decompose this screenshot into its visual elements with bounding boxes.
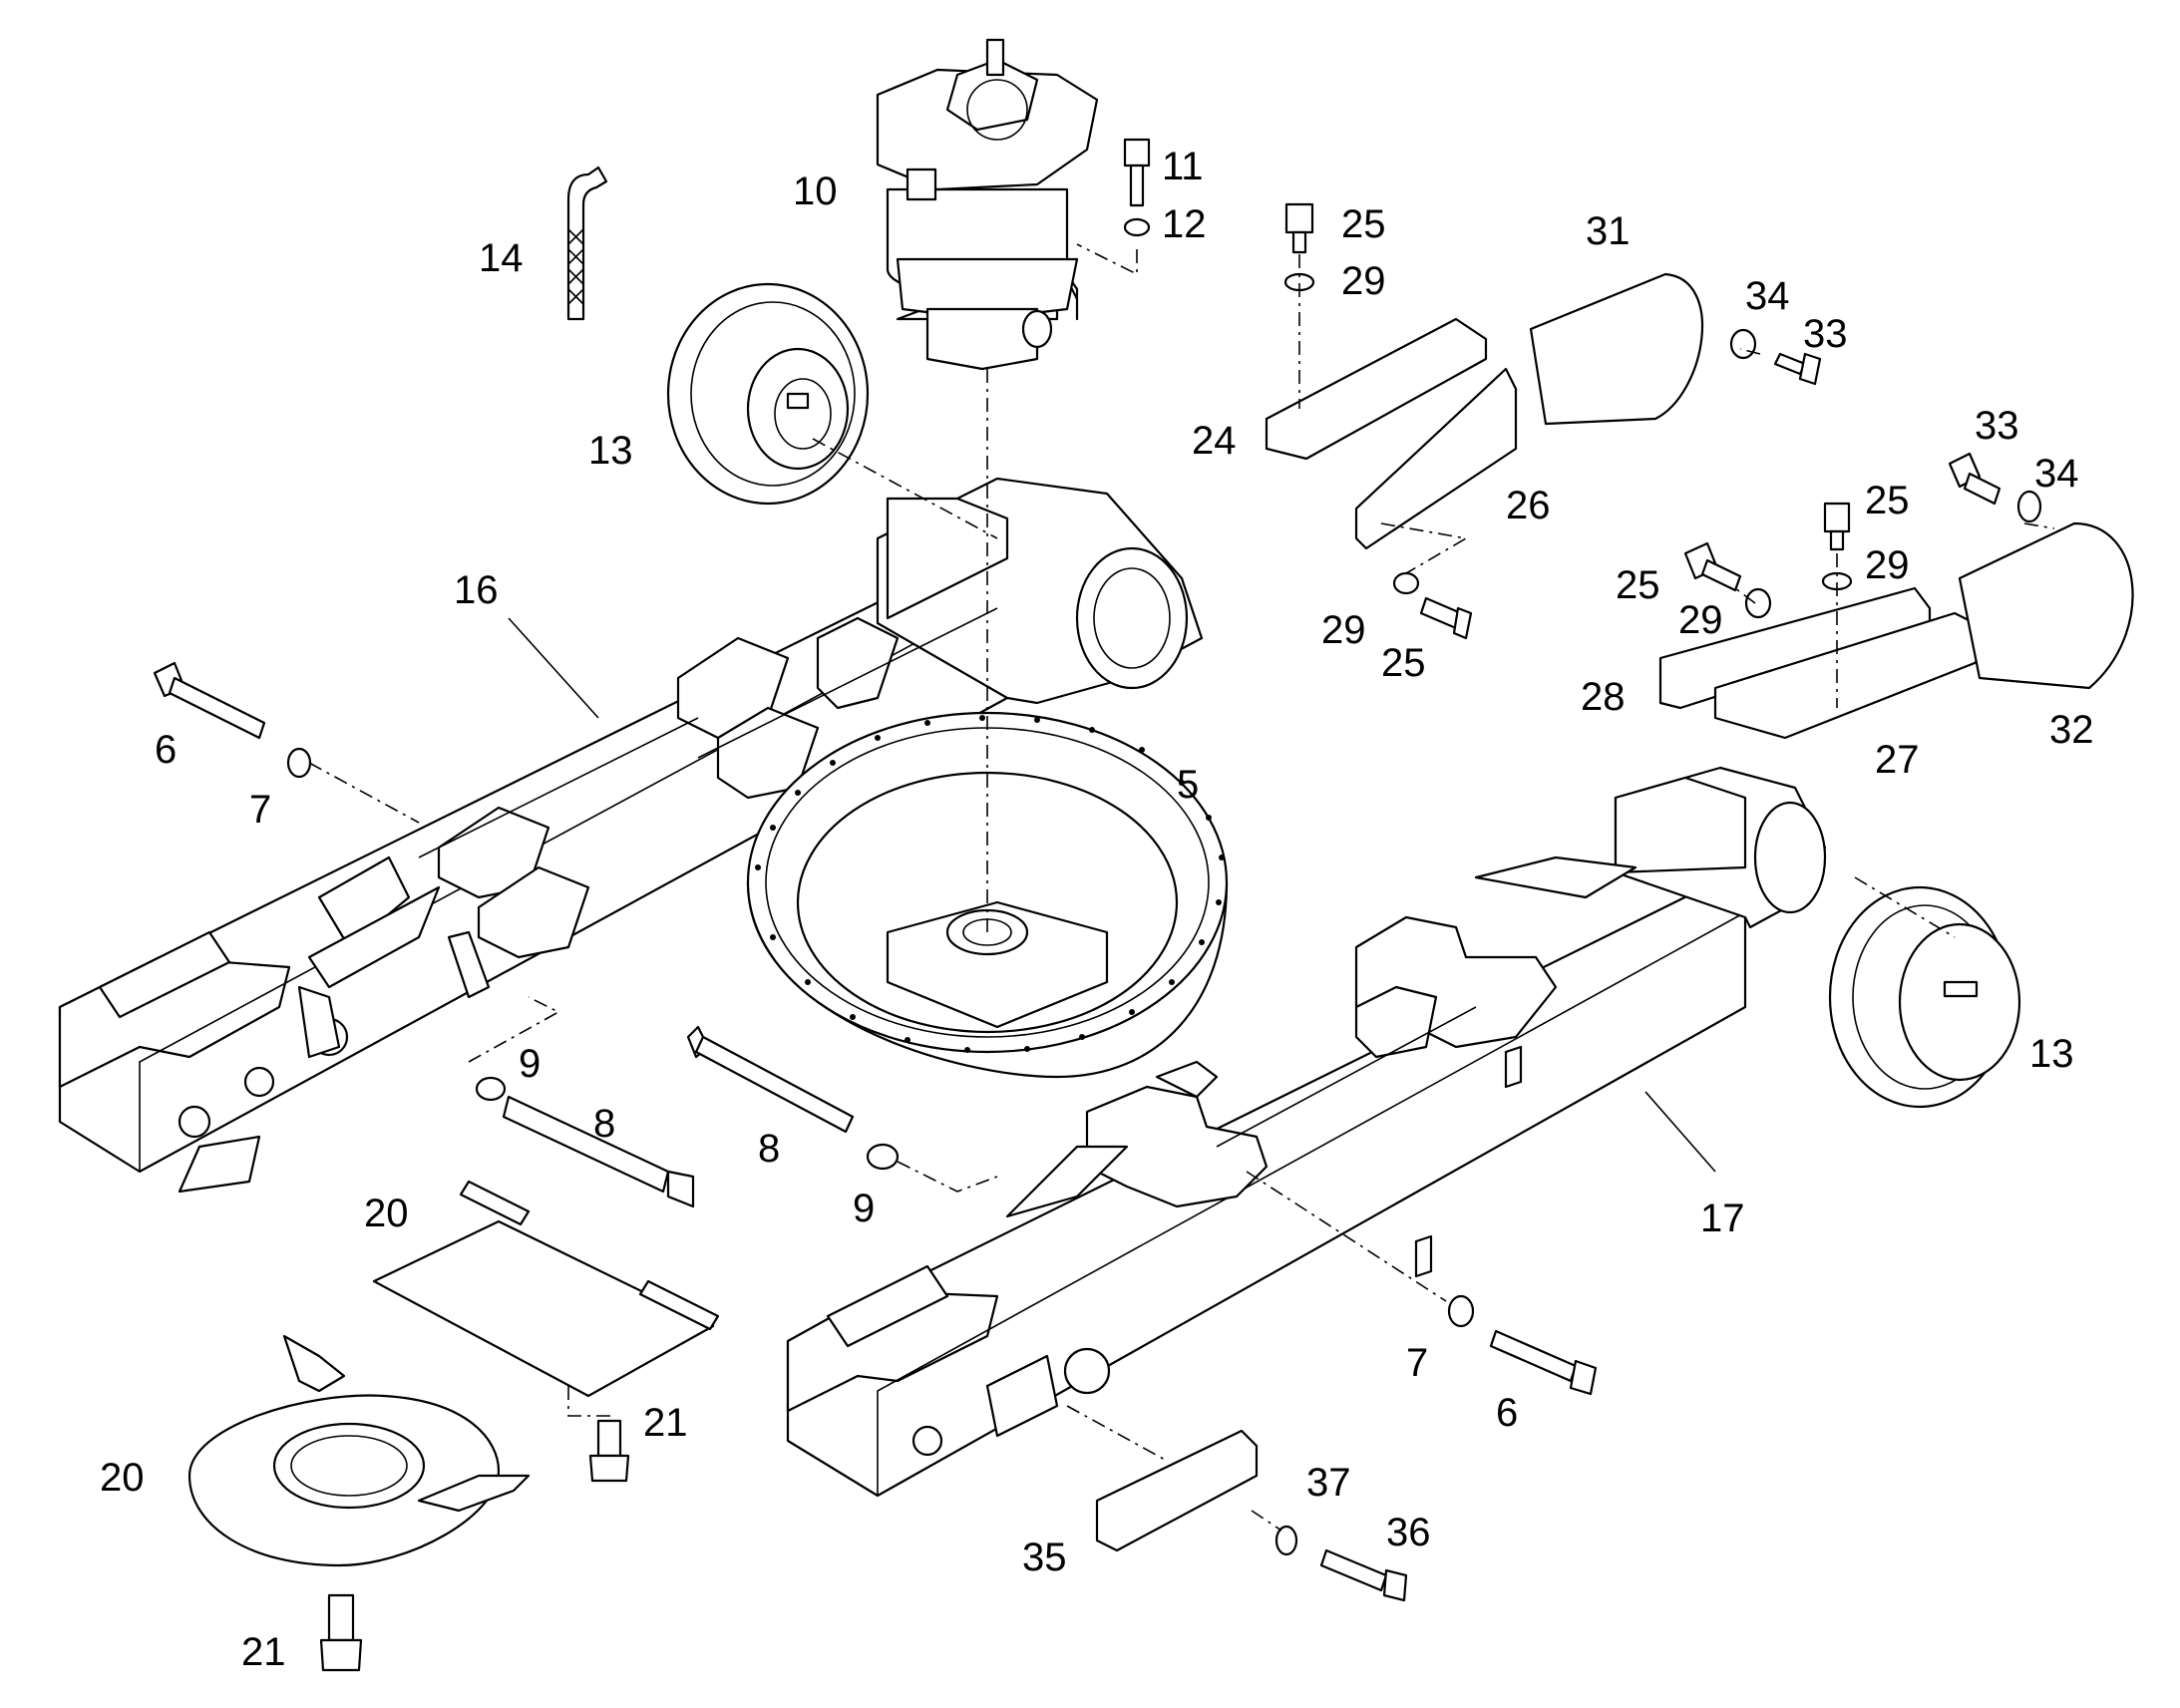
bolt-21-upper xyxy=(588,1419,630,1483)
label-33-upper: 33 xyxy=(1803,312,1848,356)
label-6-left: 6 xyxy=(155,728,177,772)
guard-27 xyxy=(1713,611,2006,740)
bolt-25-c xyxy=(1823,502,1851,551)
label-36: 36 xyxy=(1386,1511,1431,1554)
bolt-6-right xyxy=(1489,1329,1598,1396)
washer-34-lower xyxy=(2016,490,2042,523)
label-25-d: 25 xyxy=(1616,563,1660,607)
label-29-b: 29 xyxy=(1321,608,1366,652)
washer-29-d xyxy=(1744,587,1772,619)
washer-9-center xyxy=(866,1143,900,1171)
washer-34-upper xyxy=(1729,328,1757,360)
washer-9-left xyxy=(475,1076,507,1102)
label-17: 17 xyxy=(1700,1196,1745,1240)
label-34-upper: 34 xyxy=(1745,274,1790,318)
guard-26 xyxy=(1354,367,1518,550)
left-track-frame xyxy=(58,477,1204,1194)
bolt-36 xyxy=(1319,1548,1408,1602)
cover-plate-35 xyxy=(1095,1429,1259,1552)
label-32: 32 xyxy=(2049,708,2094,752)
bolt-25-a xyxy=(1284,202,1314,254)
label-29-a: 29 xyxy=(1341,259,1386,303)
label-9-left: 9 xyxy=(519,1042,541,1086)
bolt-25-b xyxy=(1419,596,1473,640)
bolt-21-lower xyxy=(319,1593,363,1672)
washer-29-b xyxy=(1392,571,1420,595)
final-drive-lower xyxy=(1828,885,2021,1109)
label-24: 24 xyxy=(1192,419,1237,463)
bolt-33-lower xyxy=(1948,452,2001,506)
label-21-lower: 21 xyxy=(241,1630,286,1674)
ring-bolt-holes xyxy=(755,715,1225,1053)
label-33-lower: 33 xyxy=(1975,404,2019,448)
label-20-lower: 20 xyxy=(100,1456,145,1500)
label-21-upper: 21 xyxy=(643,1401,688,1445)
bolt-11 xyxy=(1123,138,1151,207)
label-8-left: 8 xyxy=(593,1102,615,1146)
washer-12 xyxy=(1123,217,1151,237)
bolt-8-left xyxy=(502,1095,695,1208)
label-26: 26 xyxy=(1506,484,1551,527)
label-10: 10 xyxy=(793,170,838,213)
label-31: 31 xyxy=(1586,209,1631,253)
label-5: 5 xyxy=(1177,763,1199,807)
label-12: 12 xyxy=(1162,202,1207,246)
label-28: 28 xyxy=(1581,675,1626,719)
label-11: 11 xyxy=(1162,145,1204,188)
part-labels: 5 6 6 7 7 8 8 9 9 10 11 12 13 13 14 16 1… xyxy=(100,145,2094,1674)
label-35: 35 xyxy=(1022,1536,1067,1579)
cover-31 xyxy=(1529,272,1704,426)
label-37: 37 xyxy=(1306,1461,1351,1505)
label-25-c: 25 xyxy=(1865,479,1910,522)
swing-motor xyxy=(876,38,1099,371)
label-13-upper: 13 xyxy=(588,429,633,473)
label-9-center: 9 xyxy=(853,1187,875,1230)
washer-37 xyxy=(1274,1525,1298,1556)
label-14: 14 xyxy=(479,236,524,280)
bolt-33-upper xyxy=(1773,352,1822,386)
bolt-6-left xyxy=(153,661,266,740)
label-27: 27 xyxy=(1875,738,1920,782)
label-34-lower: 34 xyxy=(2034,452,2079,496)
label-25-a: 25 xyxy=(1341,202,1386,246)
cover-32 xyxy=(1958,521,2134,690)
label-7-left: 7 xyxy=(249,788,271,832)
washer-7-left xyxy=(286,747,312,779)
label-13-lower: 13 xyxy=(2029,1032,2074,1076)
label-20-upper: 20 xyxy=(364,1192,409,1235)
plate-20-lower xyxy=(187,1334,531,1567)
final-drive-upper xyxy=(666,282,870,506)
right-track-frame xyxy=(786,766,1827,1498)
label-29-d: 29 xyxy=(1678,598,1723,642)
label-16: 16 xyxy=(454,568,499,612)
bolt-25-d xyxy=(1683,541,1742,592)
label-25-b: 25 xyxy=(1381,641,1426,685)
washer-7-right xyxy=(1447,1294,1475,1328)
plate-20-upper xyxy=(372,1180,720,1398)
bolt-8-center xyxy=(686,1025,855,1134)
label-6-right: 6 xyxy=(1496,1391,1518,1435)
label-7-right: 7 xyxy=(1406,1341,1428,1385)
guard-24 xyxy=(1265,317,1488,461)
label-29-c: 29 xyxy=(1865,543,1910,587)
leader-lines xyxy=(308,243,2055,1532)
hose-14 xyxy=(566,166,608,321)
label-8-center: 8 xyxy=(758,1127,780,1171)
